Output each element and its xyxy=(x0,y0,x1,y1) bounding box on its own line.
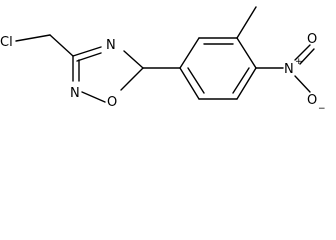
atom-label-o-ring: O xyxy=(107,95,117,110)
molecule-structure: Cl N N O N + O O − xyxy=(0,6,326,114)
atom-label-o-nitro-top: O xyxy=(307,32,317,47)
bond-nitro-o-top xyxy=(294,44,311,61)
atom-label-n-nitro: N xyxy=(284,62,294,77)
bond-cl-ch2 xyxy=(15,34,51,42)
nitro-o-minus-charge: − xyxy=(318,104,326,114)
bond-ar4-ar5-double xyxy=(232,67,250,94)
atom-label-o-nitro-bottom: O xyxy=(307,93,317,108)
bond-nitro-o-bottom xyxy=(294,75,311,93)
atom-label-n-ring-top: N xyxy=(106,38,116,53)
bond-c3-n4 xyxy=(72,46,102,57)
bond-ar6-ar1-double xyxy=(187,67,205,94)
bond-nitro-o-top-double xyxy=(299,48,315,65)
bond-o1-n2 xyxy=(81,91,106,103)
bond-methyl xyxy=(236,6,257,39)
bond-n4-c5 xyxy=(123,50,144,69)
bond-ar4-ar5 xyxy=(236,67,257,100)
atom-label-n-ring-left: N xyxy=(70,86,80,101)
bond-ar6-ar1 xyxy=(179,67,200,100)
bond-ch2-c3 xyxy=(49,34,74,57)
bond-c5-o1 xyxy=(120,67,144,91)
atom-label-cl: Cl xyxy=(0,35,13,50)
bond-ar3-ar4 xyxy=(236,37,257,69)
bond-ar1-ar2 xyxy=(179,37,200,69)
nitro-n-plus-charge: + xyxy=(295,57,303,67)
bond-c3-n4-double xyxy=(76,52,102,62)
